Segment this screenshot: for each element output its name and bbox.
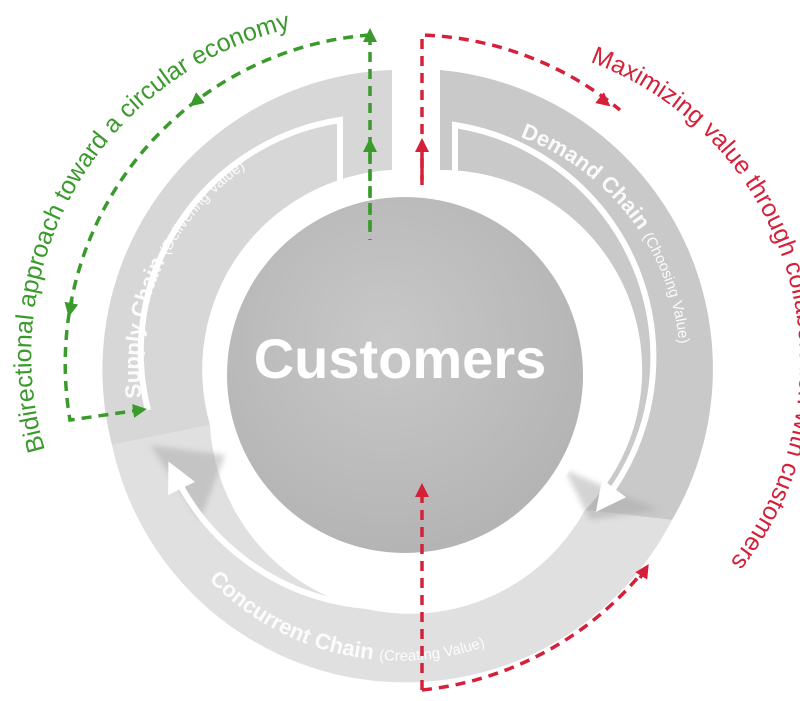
demand-segment — [440, 70, 713, 520]
center-node: Customers — [215, 185, 595, 565]
inner-flow-arrows — [137, 116, 657, 610]
red-arc-arrow-top — [595, 92, 611, 107]
green-loop — [63, 27, 377, 422]
supply-inner-arrow — [137, 116, 355, 411]
red-arc-arrow-bottom — [635, 564, 649, 580]
demand-inner-arrow — [440, 121, 657, 512]
green-outer-dashed-curve — [63, 33, 371, 422]
concurrent-inner-arrow — [168, 461, 548, 610]
red-loop — [415, 33, 649, 692]
red-bottom-dashed-curve — [421, 573, 642, 692]
green-arc-arrow-mid — [64, 299, 79, 317]
concurrent-segment — [112, 425, 672, 683]
center-label: Customers — [254, 327, 547, 390]
center-circle — [227, 197, 583, 553]
supply-segment — [102, 70, 392, 445]
green-arc-arrow-top — [189, 92, 205, 107]
